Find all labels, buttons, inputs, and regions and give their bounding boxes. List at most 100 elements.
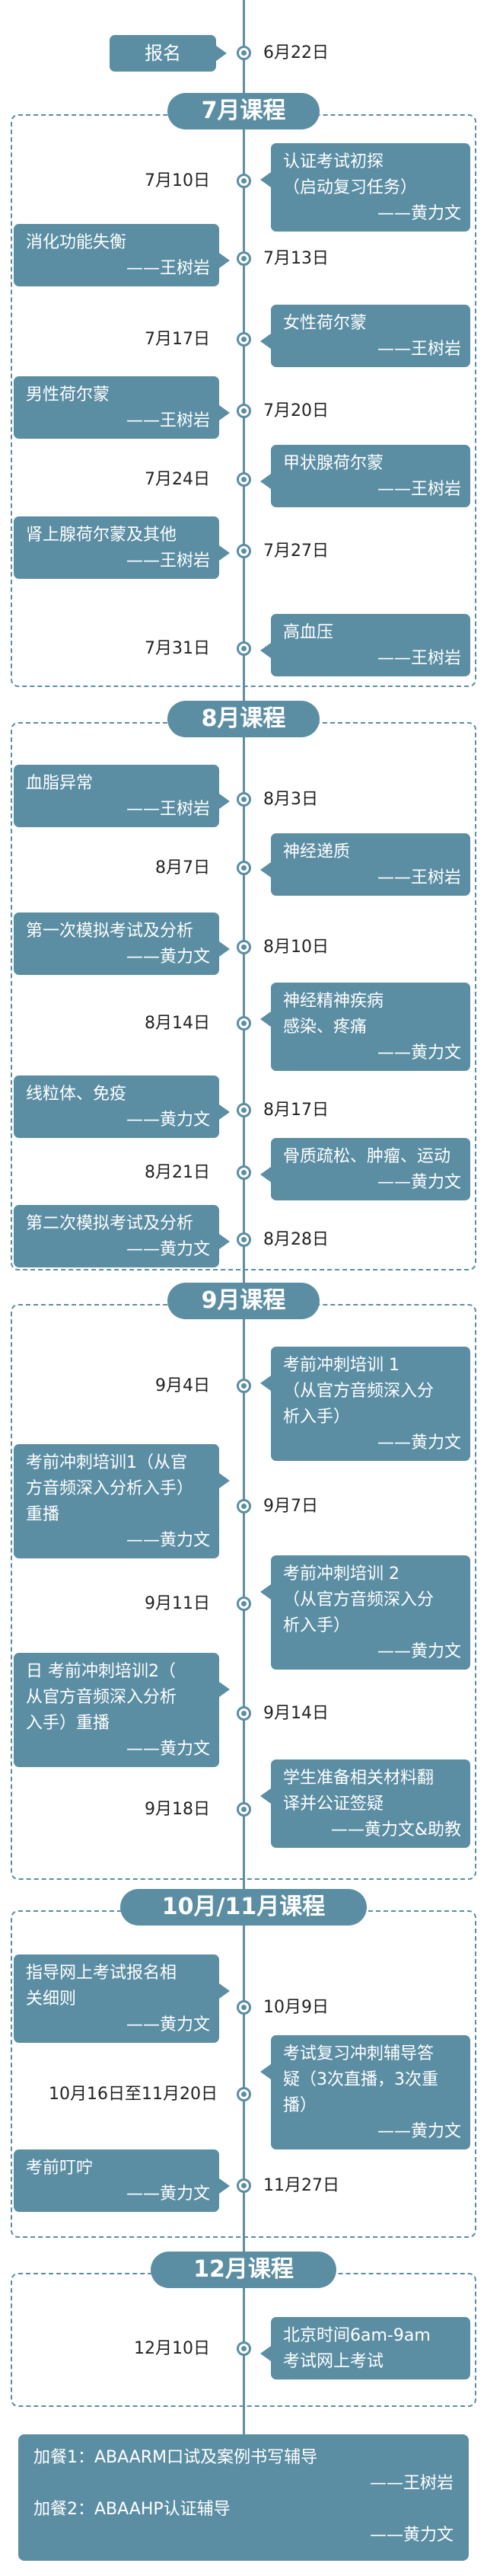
event-text: 关细则 xyxy=(26,1990,77,2009)
event-author: ——黄力文 xyxy=(126,2184,210,2204)
timeline-dot xyxy=(237,1103,251,1117)
event-date: 10月16日至11月20日 xyxy=(49,2085,218,2104)
event-date: 9月18日 xyxy=(145,1800,210,1819)
timeline-line xyxy=(243,0,245,2460)
event-box: 学生准备相关材料翻 译并公证签疑 ——黄力文&助教 xyxy=(260,1759,470,1848)
event-text: 学生准备相关材料翻 xyxy=(283,1769,434,1788)
signup-date: 6月22日 xyxy=(263,43,329,62)
timeline-dot xyxy=(237,1802,251,1817)
event-text: 第一次模拟考试及分析 xyxy=(26,922,194,941)
event-text: 方音频深入分析入手） xyxy=(26,1479,194,1498)
event-date: 7月31日 xyxy=(145,639,210,658)
event-date: 8月7日 xyxy=(155,858,210,877)
event-text: 考前叮咛 xyxy=(26,2159,94,2178)
event-text: 考试网上考试 xyxy=(283,2352,384,2371)
event-box: 考前冲刺培训1（从官 方音频深入分析入手） 重播 ——黄力文 xyxy=(14,1444,230,1558)
event-author: ——王树岩 xyxy=(377,480,461,499)
event-date: 7月24日 xyxy=(145,470,210,489)
event-author: ——黄力文 xyxy=(126,1740,210,1759)
event-box: 神经递质 ——王树岩 xyxy=(260,833,470,896)
timeline-dot xyxy=(237,2178,251,2193)
event-author: ——王树岩 xyxy=(126,551,210,570)
timeline-dot xyxy=(237,2000,251,2015)
timeline-dot xyxy=(237,174,251,188)
event-text: 播） xyxy=(283,2096,317,2115)
event-box: 北京时间6am-9am 考试网上考试 xyxy=(260,2317,470,2379)
event-text: 肾上腺荷尔蒙及其他 xyxy=(26,526,177,545)
event-text: 消化功能失衡 xyxy=(26,233,127,252)
event-text: 考前冲刺培训 2 xyxy=(283,1564,399,1584)
event-author: ——黄力文 xyxy=(377,1044,461,1063)
event-text: 析入手） xyxy=(283,1616,351,1635)
event-text: 考试复习冲刺辅导答 xyxy=(283,2044,434,2063)
event-text: 重播 xyxy=(26,1505,60,1524)
event-text: （从官方音频深入分 xyxy=(283,1382,434,1401)
event-author: ——王树岩 xyxy=(126,411,210,430)
event-author: ——黄力文 xyxy=(126,1240,210,1259)
signup-box: 报名 xyxy=(110,35,227,72)
extra-author: ——王树岩 xyxy=(369,2474,454,2493)
event-date: 9月4日 xyxy=(155,1376,210,1395)
event-box: 考前叮咛 ——黄力文 xyxy=(14,2149,230,2212)
event-text: 考前冲刺培训1（从官 xyxy=(26,1453,187,1472)
timeline-dot xyxy=(237,861,251,875)
timeline-dot xyxy=(237,1379,251,1393)
event-date: 12月10日 xyxy=(134,2339,210,2358)
event-text: 女性荷尔蒙 xyxy=(283,314,368,333)
timeline-dot xyxy=(237,792,251,807)
timeline-dot xyxy=(237,940,251,954)
event-box: 神经精神疾病 感染、疼痛 ——黄力文 xyxy=(260,983,470,1071)
event-box: 第二次模拟考试及分析 ——黄力文 xyxy=(14,1205,230,1267)
section-title-september: 9月课程 xyxy=(167,1283,320,1319)
timeline-dot xyxy=(237,1165,251,1180)
event-box: 甲状腺荷尔蒙 ——王树岩 xyxy=(260,445,470,507)
event-date: 9月7日 xyxy=(263,1497,318,1516)
section-title-july: 7月课程 xyxy=(167,93,320,129)
timeline-dot xyxy=(237,1706,251,1721)
extras-box: 加餐1：ABAARM口试及案例书写辅导 ——王树岩 加餐2：ABAAHP认证辅导… xyxy=(18,2434,469,2561)
event-text: 译并公证签疑 xyxy=(283,1795,384,1814)
timeline-dot xyxy=(237,404,251,418)
event-date: 7月20日 xyxy=(263,401,329,420)
event-author: ——王树岩 xyxy=(377,868,461,887)
event-author: ——黄力文 xyxy=(126,1111,210,1130)
event-author: ——黄力文&助教 xyxy=(330,1820,461,1839)
event-date: 8月21日 xyxy=(145,1163,210,1182)
event-box: 线粒体、免疫 ——黄力文 xyxy=(14,1075,230,1138)
event-text: 指导网上考试报名相 xyxy=(26,1964,177,1983)
event-date: 8月14日 xyxy=(145,1014,210,1033)
timeline-dot xyxy=(237,1499,251,1513)
event-text: 高血压 xyxy=(283,623,334,642)
section-title-december: 12月课程 xyxy=(151,2252,336,2288)
section-title-august: 8月课程 xyxy=(167,701,320,737)
event-date: 7月27日 xyxy=(263,542,329,561)
timeline-dot xyxy=(237,1596,251,1611)
event-date: 8月10日 xyxy=(263,938,329,957)
event-text: 男性荷尔蒙 xyxy=(26,385,110,404)
event-box: 血脂异常 ——王树岩 xyxy=(14,765,230,827)
event-text: 甲状腺荷尔蒙 xyxy=(283,454,384,473)
event-text: 北京时间6am-9am xyxy=(283,2326,431,2345)
extra-author: ——黄力文 xyxy=(369,2526,454,2545)
event-text: 神经递质 xyxy=(283,842,351,861)
event-date: 8月17日 xyxy=(263,1101,329,1120)
event-text: （从官方音频深入分 xyxy=(283,1590,434,1609)
event-author: ——黄力文 xyxy=(377,204,461,223)
event-date: 8月28日 xyxy=(263,1230,329,1249)
event-text: 入手）重播 xyxy=(26,1714,110,1733)
event-box: 日 考前冲刺培训2（ 从官方音频深入分析 入手）重播 ——黄力文 xyxy=(14,1653,230,1767)
timeline-dot xyxy=(237,544,251,558)
event-text: 神经精神疾病 xyxy=(283,992,384,1011)
event-author: ——黄力文 xyxy=(126,1531,210,1550)
event-author: ——黄力文 xyxy=(377,1173,461,1192)
event-box: 第一次模拟考试及分析 ——黄力文 xyxy=(14,912,230,975)
timeline-dot xyxy=(237,332,251,347)
event-box: 女性荷尔蒙 ——王树岩 xyxy=(260,305,470,367)
event-date: 10月9日 xyxy=(263,1998,329,2017)
event-author: ——黄力文 xyxy=(377,2122,461,2141)
event-author: ——王树岩 xyxy=(377,649,461,668)
extra-item: 加餐1：ABAARM口试及案例书写辅导 xyxy=(33,2448,318,2467)
event-text: 认证考试初探 xyxy=(283,152,384,171)
timeline-dot xyxy=(237,251,251,266)
event-text: 日 考前冲刺培训2（ xyxy=(26,1662,176,1681)
